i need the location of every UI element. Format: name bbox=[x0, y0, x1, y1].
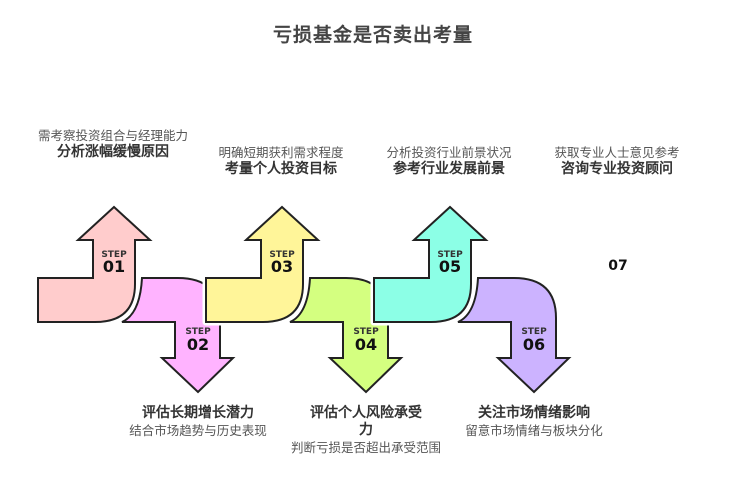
diagram-title: 亏损基金是否卖出考量 bbox=[272, 24, 473, 46]
step-number: 03 bbox=[271, 257, 293, 276]
step-description: 留意市场情绪与板块分化 bbox=[465, 423, 603, 438]
up-arrow-shape bbox=[37, 205, 153, 323]
step-label-02: 评估长期增长潜力结合市场趋势与历史表现 bbox=[113, 405, 283, 439]
down-arrow-shape bbox=[457, 277, 572, 394]
step-description: 明确短期获利需求程度 bbox=[218, 145, 344, 160]
step-word: STEP bbox=[101, 250, 127, 260]
step-number: 06 bbox=[523, 335, 545, 354]
step-word: STEP bbox=[521, 327, 547, 337]
step-word: STEP bbox=[269, 250, 295, 260]
step-arrow-07: 07 bbox=[608, 258, 627, 274]
step-label-06: 关注市场情绪影响留意市场情绪与板块分化 bbox=[449, 405, 619, 439]
step-word: STEP bbox=[185, 327, 211, 337]
up-arrow-shape bbox=[205, 205, 321, 323]
step-description: 需考察投资组合与经理能力 bbox=[37, 128, 188, 143]
step-number: 02 bbox=[187, 335, 209, 354]
step-description: 获取专业人士意见参考 bbox=[554, 145, 680, 160]
step-title: 参考行业发展前景 bbox=[393, 161, 505, 177]
step-title: 分析涨幅缓慢原因 bbox=[57, 144, 169, 160]
step-title: 评估长期增长潜力 bbox=[142, 405, 254, 421]
step-description: 结合市场趋势与历史表现 bbox=[129, 423, 267, 438]
step-label-01: 需考察投资组合与经理能力分析涨幅缓慢原因 bbox=[28, 127, 198, 161]
step-description: 判断亏损是否超出承受范围 bbox=[290, 440, 441, 455]
step-label-03: 明确短期获利需求程度考量个人投资目标 bbox=[196, 144, 366, 178]
step-number: 01 bbox=[103, 257, 125, 276]
step-word: STEP bbox=[437, 250, 463, 260]
step-title: 关注市场情绪影响 bbox=[478, 405, 590, 421]
step-word: STEP bbox=[353, 327, 379, 337]
step-label-07: 获取专业人士意见参考咨询专业投资顾问 bbox=[532, 144, 702, 178]
step-number: 04 bbox=[355, 335, 377, 354]
step-number: 07 bbox=[608, 258, 627, 274]
step-title: 咨询专业投资顾问 bbox=[561, 161, 673, 177]
step-title: 考量个人投资目标 bbox=[225, 161, 337, 177]
step-label-05: 分析投资行业前景状况参考行业发展前景 bbox=[364, 144, 534, 178]
step-label-04: 评估个人风险承受力判断亏损是否超出承受范围 bbox=[281, 405, 451, 456]
up-arrow-shape bbox=[373, 205, 489, 323]
step-description: 分析投资行业前景状况 bbox=[386, 145, 512, 160]
step-number: 05 bbox=[439, 257, 461, 276]
step-title: 评估个人风险承受力 bbox=[310, 405, 422, 438]
